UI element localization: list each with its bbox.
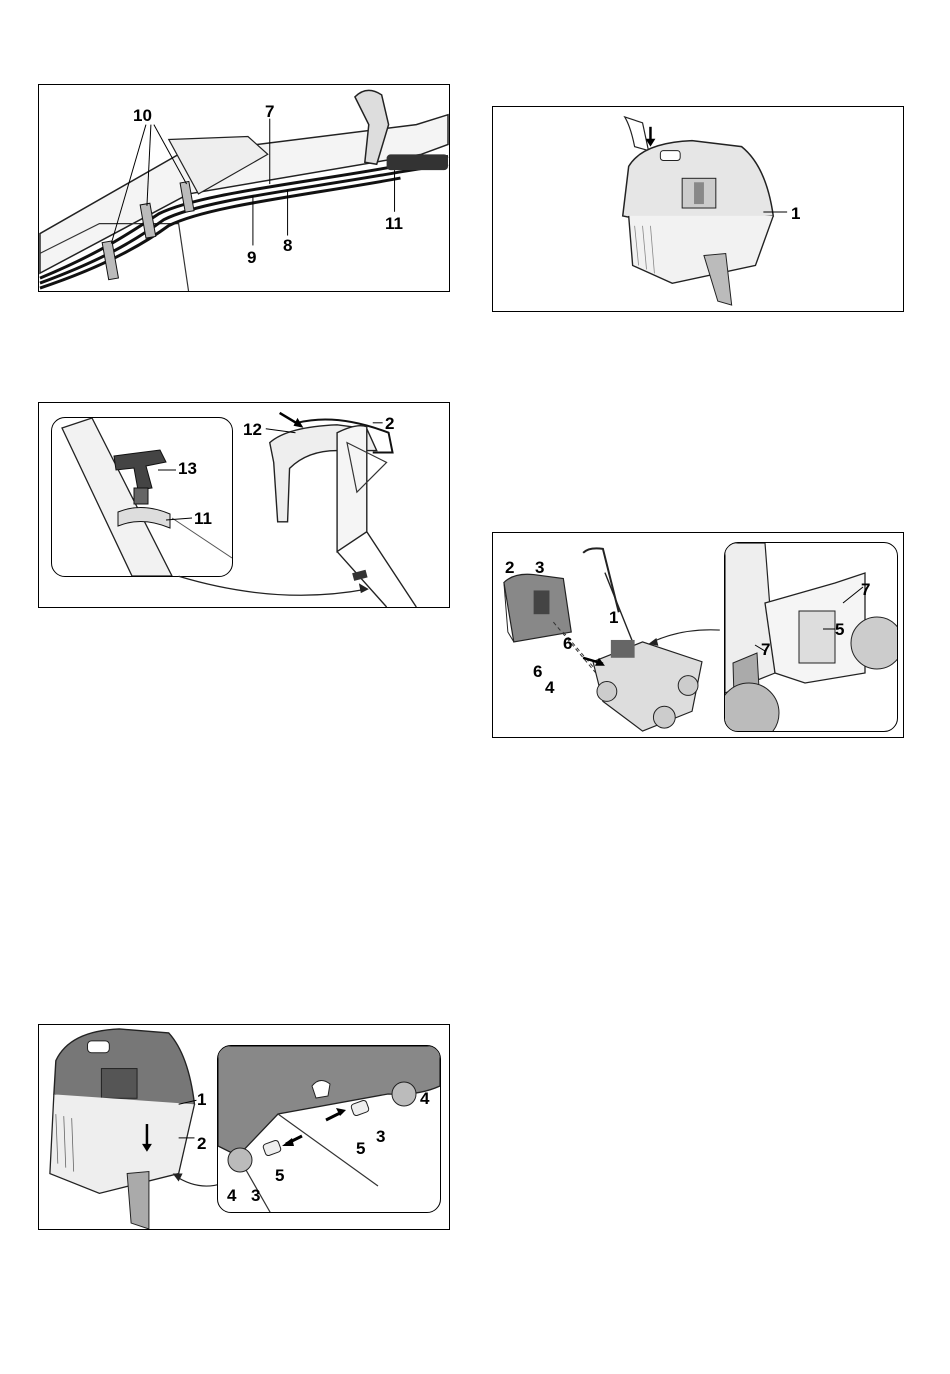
callout-2: 2 <box>197 1135 206 1152</box>
figure-catcher-assembly: 4 3 5 1 2 4 5 3 <box>38 1024 450 1230</box>
callout-10: 10 <box>133 107 152 124</box>
figure-cable-routing: 10 7 11 9 8 <box>38 84 450 292</box>
callout-3: 3 <box>251 1187 260 1204</box>
figure-handle-rope-guide: 13 11 12 2 <box>38 402 450 608</box>
figure-catcher-lid: 1 <box>492 106 904 312</box>
catcher-mount-detail-inset: 7 5 7 <box>724 542 898 732</box>
callout-1: 1 <box>791 205 800 222</box>
callout-1: 1 <box>197 1091 206 1108</box>
cable-routing-illustration <box>39 85 449 291</box>
callout-3: 3 <box>535 559 544 576</box>
callout-8: 8 <box>283 237 292 254</box>
callout-7: 7 <box>861 581 870 598</box>
callout-11: 11 <box>385 215 403 232</box>
callout-2: 2 <box>385 415 394 432</box>
callout-4: 4 <box>420 1090 429 1107</box>
callout-3: 3 <box>376 1128 385 1145</box>
callout-4: 4 <box>227 1187 236 1204</box>
callout-7: 7 <box>761 641 770 658</box>
callout-12: 12 <box>243 421 262 438</box>
callout-5: 5 <box>835 621 844 638</box>
callout-7: 7 <box>265 103 274 120</box>
callout-5: 5 <box>275 1167 284 1184</box>
catcher-lid-illustration <box>493 107 903 311</box>
callout-5: 5 <box>356 1140 365 1157</box>
figure-catcher-attach: 7 5 7 2 3 1 6 6 4 <box>492 532 904 738</box>
catcher-mount-detail-illustration <box>725 543 897 731</box>
callout-4: 4 <box>545 679 554 696</box>
callout-1: 1 <box>609 609 618 626</box>
callout-2: 2 <box>505 559 514 576</box>
callout-6: 6 <box>563 635 572 652</box>
callout-6: 6 <box>533 663 542 680</box>
callout-9: 9 <box>247 249 256 266</box>
